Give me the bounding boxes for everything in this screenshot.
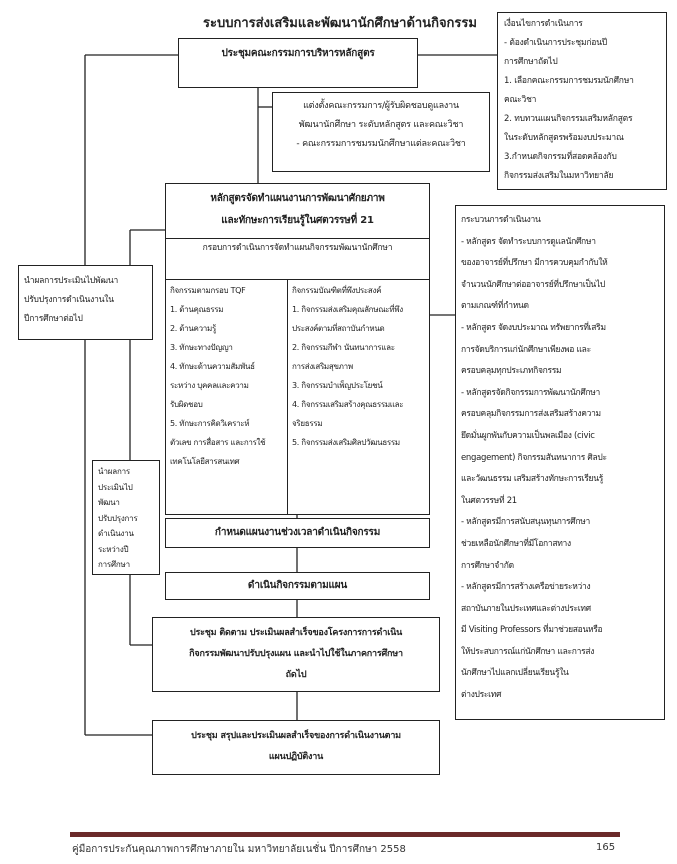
process-line: ตามเกณฑ์ที่กำหนด xyxy=(461,301,529,312)
process-line: - หลักสูตรมีการสนับสนุนทุนการศึกษา xyxy=(461,517,591,528)
process-line: นักศึกษาไปแลกเปลี่ยนเรียนรู้ใน xyxy=(461,668,569,679)
tqf-item: ระหว่าง บุคคลและความ xyxy=(170,381,249,390)
tqf-item: กิจกรรมตามกรอบ TQF xyxy=(170,286,246,295)
condition-line: 2. ทบทวนแผนกิจกรรมเสริมหลักสูตร xyxy=(504,114,633,124)
graduate-item: ประสงค์ตามที่สถาบันกำหนด xyxy=(292,324,385,333)
framework-label: กรอบการดำเนินการจัดทำแผนกิจกรรมพัฒนานักศ… xyxy=(166,238,429,280)
appoint-line: พัฒนานักศึกษา ระดับหลักสูตร และคณะวิชา xyxy=(298,120,464,130)
condition-line: คณะวิชา xyxy=(504,95,537,105)
feedback-line: ปรับปรุงการ xyxy=(98,513,138,523)
process-line: และวัฒนธรรม เสริมสร้างทักษะการเรียนรู้ xyxy=(461,474,604,485)
followup-line: ถัดไป xyxy=(285,670,307,680)
tqf-item: ตัวเลข การสื่อสาร และการใช้ xyxy=(170,438,266,447)
process-line: การจัดบริการแก่นักศึกษาเพียงพอ และ xyxy=(461,344,591,355)
feedback-line: พัฒนา xyxy=(98,498,120,507)
conditions-box: เงื่อนไขการดำเนินการ - ต้องดำเนินการประช… xyxy=(497,12,667,190)
graduate-item: กิจกรรมบัณฑิตที่พึงประสงค์ xyxy=(292,286,382,295)
schedule-box: กำหนดแผนงานช่วงเวลาดำเนินกิจกรรม xyxy=(165,518,430,548)
footer-text: คู่มือการประกันคุณภาพการศึกษาภายใน มหาวิ… xyxy=(72,844,406,855)
appoint-box: แต่งตั้งคณะกรรมการ/ผู้รับผิดชอบดูแลงาน พ… xyxy=(272,92,490,172)
appoint-line: แต่งตั้งคณะกรรมการ/ผู้รับผิดชอบดูแลงาน xyxy=(303,101,459,111)
process-line: มี Visiting Professors ที่มาช่วยสอนหรือ xyxy=(461,625,603,636)
condition-line: 3.กำหนดกิจกรรมที่สอดคล้องกับ xyxy=(504,152,617,162)
plan-heading-line: และทักษะการเรียนรู้ในศตวรรษที่ 21 xyxy=(221,215,374,226)
plan-columns: กิจกรรมตามกรอบ TQF 1. ด้านคุณธรรม 2. ด้า… xyxy=(166,279,429,514)
graduate-item: 1. กิจกรรมส่งเสริมคุณลักษณะที่พึง xyxy=(292,305,403,314)
graduate-item: 3. กิจกรรมบำเพ็ญประโยชน์ xyxy=(292,381,383,390)
process-line: ครอบคลุมกิจกรรมการส่งเสริมสร้างความ xyxy=(461,409,601,420)
process-line: - หลักสูตร จัดงบประมาณ ทรัพยากรที่เสริม xyxy=(461,322,606,333)
tqf-item: 5. ทักษะการคิดวิเคราะห์ xyxy=(170,419,250,428)
process-box: กระบวนการดำเนินงาน - หลักสูตร จัดทำระบบก… xyxy=(455,205,665,720)
process-line: - หลักสูตร จัดทำระบบการดูแลนักศึกษา xyxy=(461,236,596,247)
process-line: ต่างประเทศ xyxy=(461,690,502,701)
feedback-line: ประเมินไป xyxy=(98,482,133,492)
condition-line: กิจกรรมส่งเสริมในมหาวิทยาลัย xyxy=(504,171,614,181)
process-line: สถาบันภายในประเทศและต่างประเทศ xyxy=(461,603,591,614)
condition-line: - ต้องดำเนินการประชุมก่อนปี xyxy=(504,38,608,48)
page-title: ระบบการส่งเสริมและพัฒนานักศึกษาด้านกิจกร… xyxy=(203,16,477,31)
condition-line: เงื่อนไขการดำเนินการ xyxy=(504,19,583,29)
feedback-during-year-box: นำผลการ ประเมินไป พัฒนา ปรับปรุงการ ดำเน… xyxy=(92,460,160,575)
process-line: ของอาจารย์ที่ปรึกษา มีการควบคุมกำกับให้ xyxy=(461,258,608,269)
tqf-item: รับผิดชอบ xyxy=(170,400,203,409)
feedback-line: การศึกษา xyxy=(98,560,130,569)
plan-heading: หลักสูตรจัดทำแผนงานการพัฒนาศักยภาพ และทั… xyxy=(166,188,429,232)
graduate-item: 5. กิจกรรมส่งเสริมศิลปวัฒนธรรม xyxy=(292,438,400,447)
process-line: จำนวนนักศึกษาต่ออาจารย์ที่ปรึกษาเป็นไป xyxy=(461,279,605,290)
process-line: ช่วยเหลือนักศึกษาที่มีโอกาสทาง xyxy=(461,538,571,549)
plan-heading-line: หลักสูตรจัดทำแผนงานการพัฒนาศักยภาพ xyxy=(210,193,385,204)
feedback-line: นำผลการ xyxy=(98,467,130,476)
process-line: ให้ประสบการณ์แก่นักศึกษา และการส่ง xyxy=(461,646,595,657)
condition-line: ในระดับหลักสูตรพร้อมงบประมาณ xyxy=(504,133,624,143)
condition-line: การศึกษาถัดไป xyxy=(504,57,558,67)
graduate-item: 4. กิจกรรมเสริมสร้างคุณธรรมและ xyxy=(292,400,404,409)
feedback-line: ปรับปรุงการดำเนินงานใน xyxy=(24,295,114,305)
tqf-item: 1. ด้านคุณธรรม xyxy=(170,305,224,314)
feedback-line: ดำเนินงาน xyxy=(98,529,134,538)
tqf-column: กิจกรรมตามกรอบ TQF 1. ด้านคุณธรรม 2. ด้า… xyxy=(166,279,288,514)
graduate-item: การส่งเสริมสุขภาพ xyxy=(292,362,353,371)
followup-box: ประชุม ติดตาม ประเมินผลสำเร็จของโครงการก… xyxy=(152,617,440,692)
graduate-item: 2. กิจกรรมกีฬา นันทนาการและ xyxy=(292,343,395,352)
followup-line: ประชุม ติดตาม ประเมินผลสำเร็จของโครงการก… xyxy=(189,628,403,638)
appoint-line: - คณะกรรมการชมรมนักศึกษาแต่ละคณะวิชา xyxy=(296,139,466,149)
process-heading: กระบวนการดำเนินงาน xyxy=(461,215,541,225)
summary-box: ประชุม สรุปและประเมินผลสำเร็จของการดำเนิ… xyxy=(152,720,440,775)
feedback-line: นำผลการประเมินไปพัฒนา xyxy=(24,276,119,286)
execute-box: ดำเนินกิจกรรมตามแผน xyxy=(165,572,430,600)
graduate-column: กิจกรรมบัณฑิตที่พึงประสงค์ 1. กิจกรรมส่ง… xyxy=(288,279,429,514)
tqf-item: 4. ทักษะด้านความสัมพันธ์ xyxy=(170,362,255,371)
summary-line: ประชุม สรุปและประเมินผลสำเร็จของการดำเนิ… xyxy=(191,731,401,741)
feedback-next-year-box: นำผลการประเมินไปพัฒนา ปรับปรุงการดำเนินง… xyxy=(18,265,153,340)
followup-line: กิจกรรมพัฒนาปรับปรุงแผน และนำไปใช้ในภาคก… xyxy=(189,649,403,659)
meeting-box: ประชุมคณะกรรมการบริหารหลักสูตร xyxy=(178,38,418,88)
feedback-line: ปีการศึกษาต่อไป xyxy=(24,314,83,324)
process-line: ในศตวรรษที่ 21 xyxy=(461,495,517,506)
process-line: - หลักสูตรจัดกิจกรรมการพัฒนานักศึกษา xyxy=(461,387,601,398)
process-line: การศึกษาจำกัด xyxy=(461,560,514,571)
tqf-item: 2. ด้านความรู้ xyxy=(170,324,216,333)
tqf-item: 3. ทักษะทางปัญญา xyxy=(170,343,233,352)
plan-box: หลักสูตรจัดทำแผนงานการพัฒนาศักยภาพ และทั… xyxy=(165,183,430,515)
footer-divider xyxy=(70,832,620,837)
process-line: - หลักสูตรมีการสร้างเครือข่ายระหว่าง xyxy=(461,582,591,593)
graduate-item: จริยธรรม xyxy=(292,419,323,428)
process-line: ครอบคลุมทุกประเภทกิจกรรม xyxy=(461,366,562,377)
tqf-item: เทคโนโลยีสารสนเทศ xyxy=(170,457,240,466)
process-line: ยึดมั่นผูกพันกับความเป็นพลเมือง (civic xyxy=(461,430,595,441)
condition-line: 1. เลือกคณะกรรมการชมรมนักศึกษา xyxy=(504,76,634,86)
summary-line: แผนปฏิบัติงาน xyxy=(268,752,324,762)
page-number: 165 xyxy=(596,842,616,853)
feedback-line: ระหว่างปี xyxy=(98,544,129,554)
process-line: engagement) กิจกรรมสันทนาการ ศิลปะ xyxy=(461,452,607,463)
